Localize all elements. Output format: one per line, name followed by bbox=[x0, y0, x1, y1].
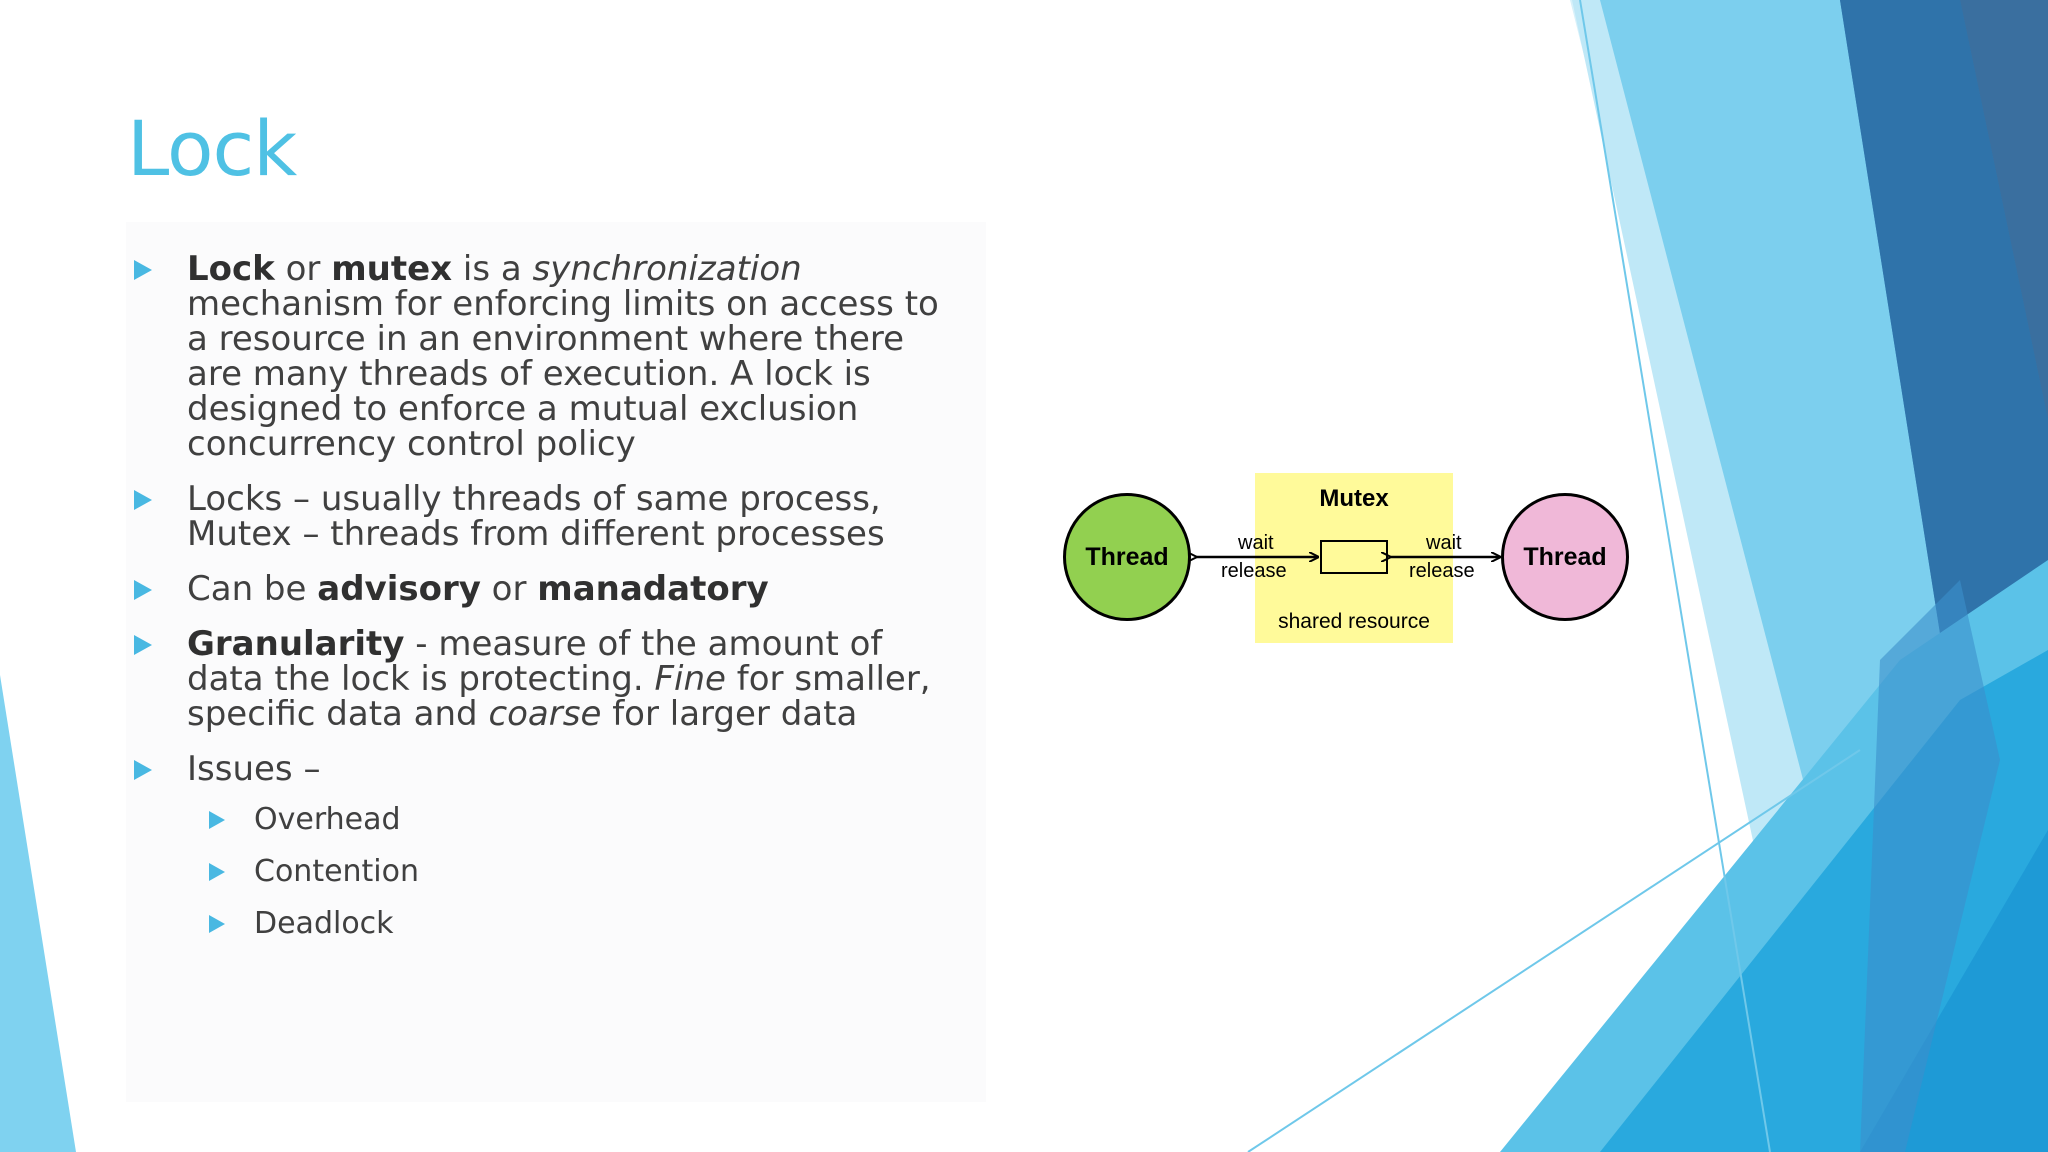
bullet-arrow-icon bbox=[134, 635, 152, 655]
bullet-arrow-icon bbox=[134, 760, 152, 780]
term-advisory: advisory bbox=[317, 569, 481, 609]
text: Deadlock bbox=[254, 906, 394, 941]
bullet-list: Lock or mutex is a synchronization mecha… bbox=[126, 252, 946, 961]
text: or bbox=[274, 249, 332, 289]
sub-bullet-arrow-icon bbox=[209, 811, 225, 829]
bullet-lock-definition: Lock or mutex is a synchronization mecha… bbox=[126, 252, 946, 462]
text: is a bbox=[452, 249, 533, 289]
diagram-arrows bbox=[1060, 470, 1640, 650]
text: Contention bbox=[254, 854, 420, 889]
bullet-arrow-icon bbox=[134, 490, 152, 510]
content-area: Lock or mutex is a synchronization mecha… bbox=[126, 222, 986, 1102]
issue-item-overhead: Overhead bbox=[126, 805, 946, 835]
bullet-arrow-icon bbox=[134, 260, 152, 280]
bullet-locks-vs-mutex: Locks – usually threads of same process,… bbox=[126, 482, 946, 552]
left-wait-label: wait bbox=[1238, 532, 1274, 554]
thin-line-2 bbox=[1247, 749, 1861, 1152]
term-manadatory: manadatory bbox=[537, 569, 769, 609]
term-granularity: Granularity bbox=[187, 624, 405, 664]
thin-line-1 bbox=[1579, 0, 1771, 1152]
issues-label: Issues – bbox=[187, 749, 321, 789]
right-panel-e bbox=[1840, 0, 2048, 760]
shared-resource-label: shared resource bbox=[1278, 610, 1430, 633]
thread-left-node: Thread bbox=[1063, 493, 1191, 621]
right-wait-label: wait bbox=[1426, 532, 1462, 554]
text: Overhead bbox=[254, 802, 401, 837]
locks-line: Locks – usually threads of same process, bbox=[187, 479, 881, 519]
text: - measure of the amount of data the lock… bbox=[187, 624, 883, 699]
term-lock: Lock bbox=[187, 249, 275, 289]
text: Can be bbox=[187, 569, 318, 609]
left-edge-shape bbox=[0, 675, 76, 1152]
term-coarse: coarse bbox=[488, 694, 602, 734]
bullet-granularity: Granularity - measure of the amount of d… bbox=[126, 627, 946, 732]
term-fine: Fine bbox=[654, 659, 726, 699]
shared-resource-rect bbox=[1320, 540, 1388, 574]
issue-item-contention: Contention bbox=[126, 857, 946, 887]
left-release-label: release bbox=[1221, 560, 1287, 582]
right-release-label: release bbox=[1409, 560, 1475, 582]
bullet-issues: Issues – Overhead Contention Deadlock bbox=[126, 752, 946, 939]
bullet-arrow-icon bbox=[134, 580, 152, 600]
issues-sublist: Overhead Contention Deadlock bbox=[187, 805, 946, 939]
slide-title: Lock bbox=[127, 104, 297, 193]
mutex-title: Mutex bbox=[1319, 485, 1389, 512]
mutex-diagram: Mutex shared resource wait release wait … bbox=[1060, 470, 1640, 650]
term-mutex: mutex bbox=[331, 249, 453, 289]
text: for larger data bbox=[601, 694, 858, 734]
text: mechanism for enforcing limits on access… bbox=[187, 284, 939, 464]
sub-bullet-arrow-icon bbox=[209, 915, 225, 933]
thread-right-node: Thread bbox=[1501, 493, 1629, 621]
issue-item-deadlock: Deadlock bbox=[126, 909, 946, 939]
text: for smaller, specific data and bbox=[187, 659, 931, 734]
mutex-line: Mutex – threads from different processes bbox=[187, 514, 885, 554]
text: or bbox=[480, 569, 538, 609]
right-mid-strip bbox=[1860, 580, 2000, 1152]
sub-bullet-arrow-icon bbox=[209, 863, 225, 881]
bullet-advisory-mandatory: Can be advisory or manadatory bbox=[126, 572, 946, 607]
term-synchronization: synchronization bbox=[532, 249, 802, 289]
